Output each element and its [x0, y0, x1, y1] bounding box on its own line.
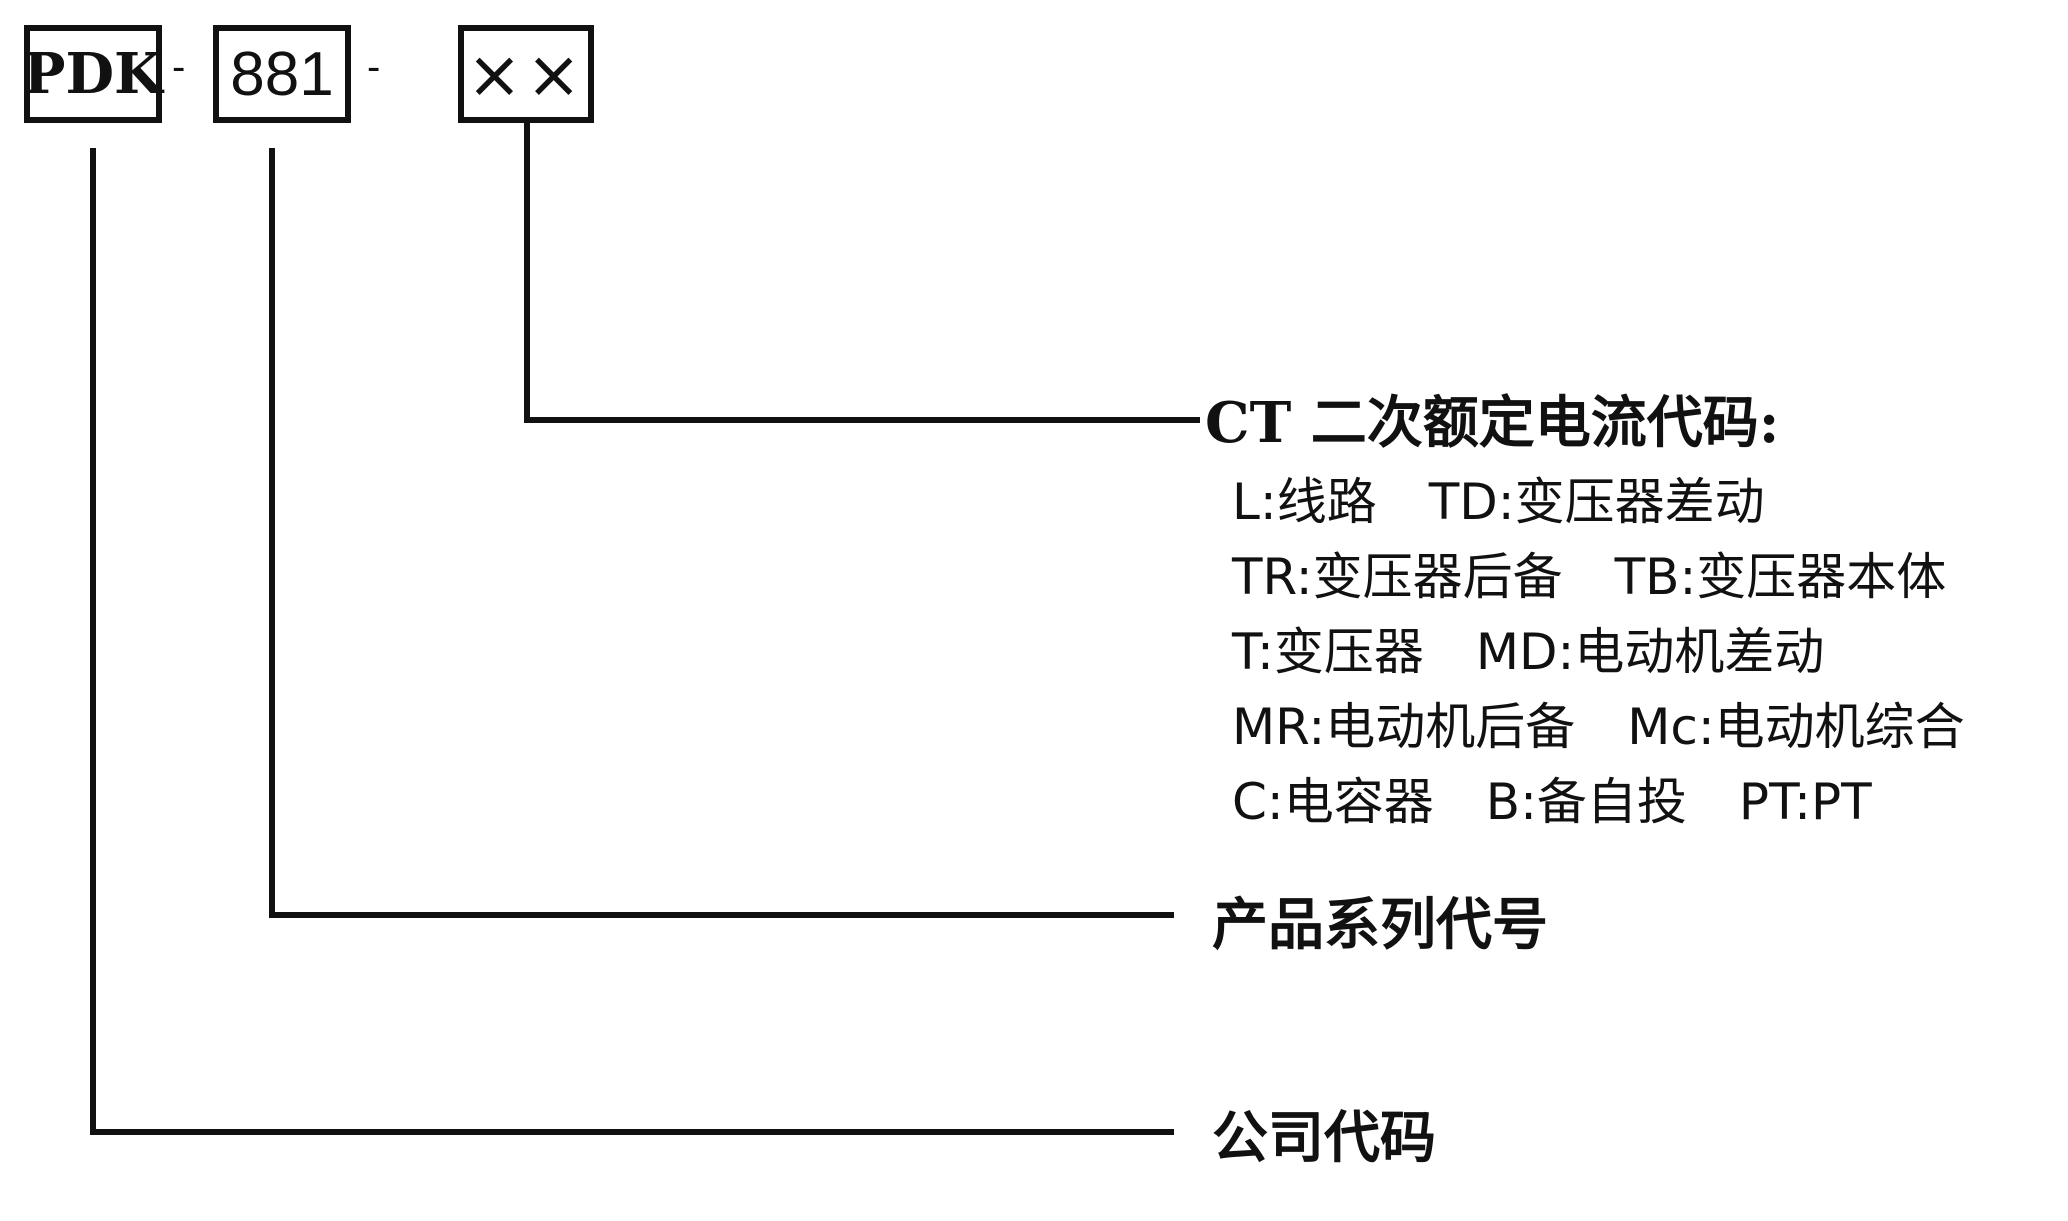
ct-connector-horizontal [524, 417, 1200, 423]
ct-option: T:变压器 [1232, 623, 1424, 681]
series-code-box: 881 [213, 25, 351, 123]
ct-option: C:电容器 [1232, 773, 1434, 831]
company-code-text: PDK [23, 41, 163, 107]
ct-code-text: ×× [466, 35, 586, 113]
ct-option-row: TR:变压器后备 TB:变压器本体 [1232, 537, 1946, 609]
ct-option: TR:变压器后备 [1232, 548, 1563, 606]
ct-code-box: ×× [458, 25, 594, 123]
ct-option: TB:变压器本体 [1614, 548, 1947, 606]
series-connector-vertical [269, 148, 275, 918]
ct-option: Mc:电动机综合 [1627, 698, 1965, 756]
ct-option-row: C:电容器 B:备自投 PT:PT [1232, 762, 1872, 834]
series-connector-horizontal [269, 912, 1174, 918]
ct-option: PT:PT [1738, 773, 1872, 831]
separator-dash: - [367, 45, 381, 89]
company-code-box: PDK [23, 25, 163, 123]
product-series-label: 产品系列代号 [1212, 892, 1548, 958]
series-code-text: 881 [230, 39, 334, 109]
separator-dash: - [172, 45, 186, 89]
ct-option-row: T:变压器 MD:电动机差动 [1232, 612, 1824, 684]
ct-connector-vertical [524, 123, 530, 423]
ct-option: MD:电动机差动 [1475, 623, 1825, 681]
ct-code-label: CT 二次额定电流代码: [1205, 390, 1780, 456]
ct-option: MR:电动机后备 [1232, 698, 1576, 756]
company-connector-horizontal [90, 1129, 1174, 1135]
ct-option: TD:变压器差动 [1428, 473, 1765, 531]
ct-option: L:线路 [1232, 473, 1377, 531]
ct-option-row: L:线路 TD:变压器差动 [1232, 462, 1765, 534]
ct-option-row: MR:电动机后备 Mc:电动机综合 [1232, 687, 1965, 759]
ct-option: B:备自投 [1485, 773, 1687, 831]
company-code-label: 公司代码 [1212, 1105, 1436, 1171]
company-connector-vertical [90, 148, 96, 1135]
